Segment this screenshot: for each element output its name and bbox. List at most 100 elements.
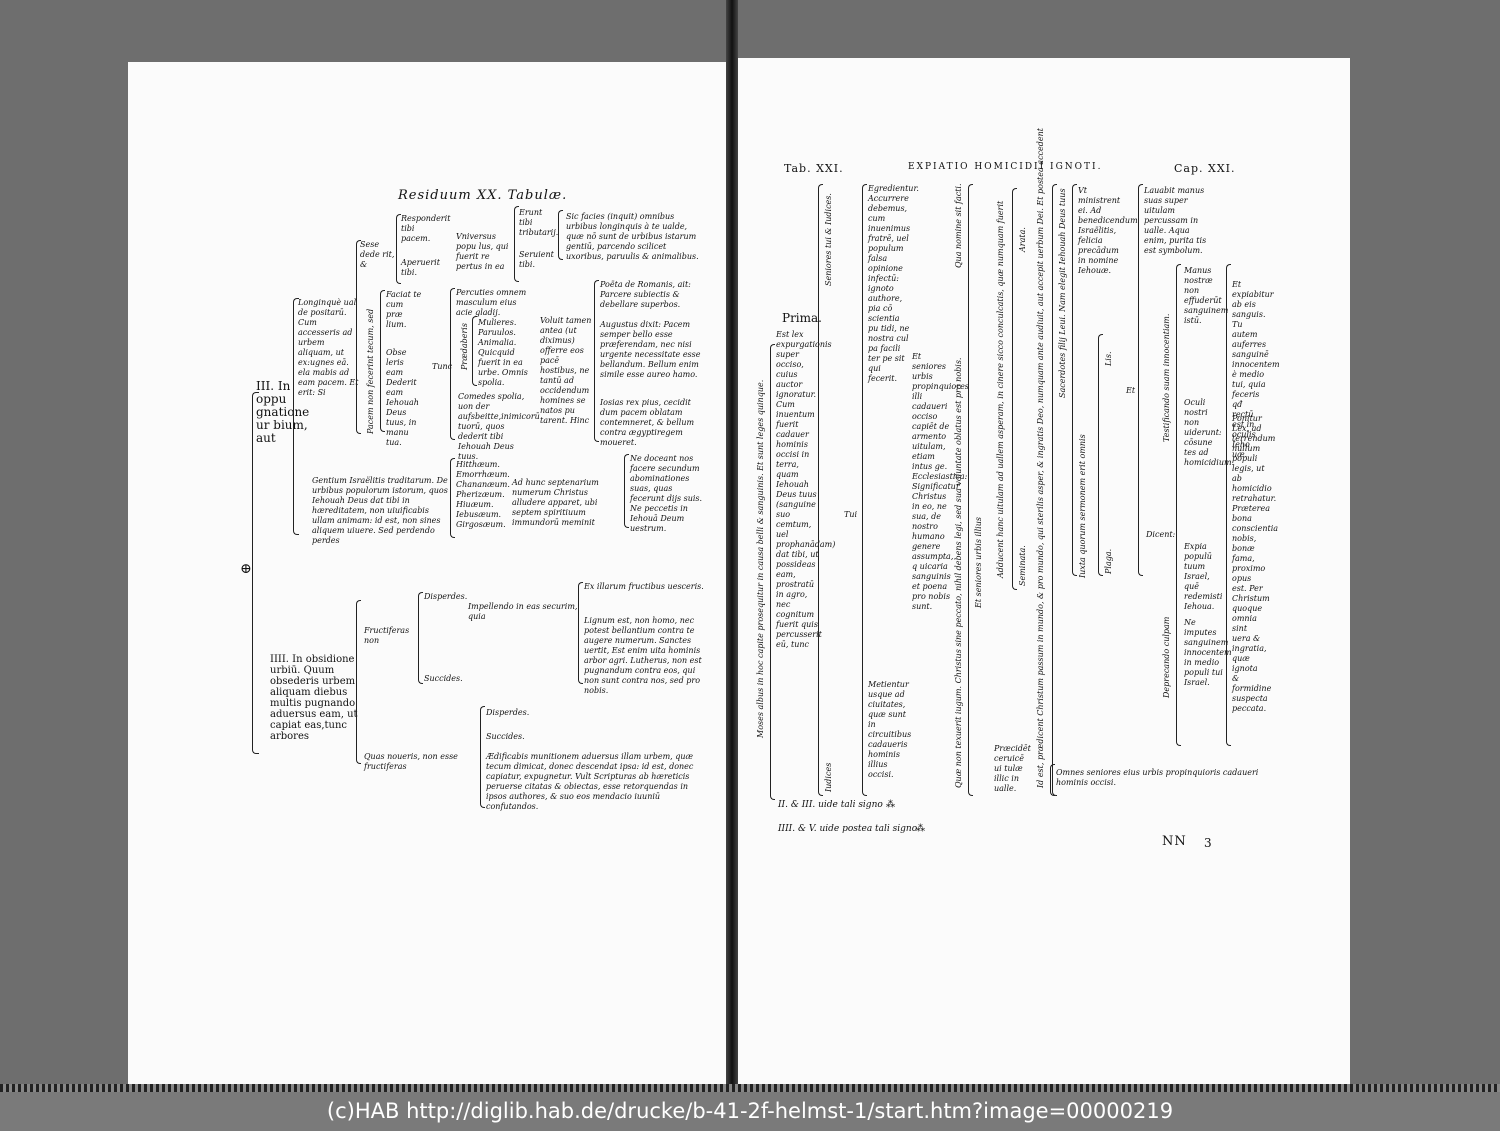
bracket-nations: [450, 458, 455, 538]
et-expiabitur-text: Et expiabitur ab eis sanguis. Tu autem a…: [1232, 280, 1280, 459]
seniores-vertical: Seniores tui & Iudices.: [824, 193, 833, 286]
bracket-praeda: [472, 316, 477, 386]
left-page: Residuum XX. Tabulæ. ⊕ III. In oppu gnat…: [128, 62, 726, 1084]
tunc-text: Tunc: [432, 362, 453, 371]
bracket-voluit: [594, 280, 599, 442]
lignum-text: Lignum est, non homo, nec potest bellant…: [584, 616, 702, 695]
gentium-text: Gentium Israëlitis traditarum. De urbibu…: [312, 476, 448, 545]
arata-vertical: Arata.: [1018, 227, 1027, 252]
sic-facies-text: Sic facies (inquit) omnibus urbibus long…: [566, 212, 699, 261]
manus-text: Manus nostræ non effuderūt sanguinem ist…: [1184, 266, 1229, 325]
seniores-urbis-text: Et seniores urbis propinquiores illi cad…: [912, 352, 969, 611]
bracket-prima: [770, 344, 775, 800]
header-title: EXPIATIO HOMICIDII IGNOTI.: [908, 162, 1103, 172]
deprecando-vertical: Deprecando culpam: [1162, 616, 1171, 698]
section-iii-label: III. In oppu gnatione ur bium, aut: [256, 379, 310, 445]
circle-cross-icon: ⊕: [240, 561, 252, 577]
succides-text: Succides.: [424, 674, 463, 683]
dicent-text: Dicent:: [1146, 530, 1176, 539]
bracket-universus: [514, 206, 519, 282]
sacerdotes-vertical: Sacerdotes filij Leui. Nam elegit Iehoua…: [1058, 188, 1067, 398]
ad-hunc-text: Ad hunc septenarium numerum Christus all…: [512, 478, 599, 527]
succides2-text: Succides.: [486, 732, 525, 741]
praecident-text: Præcidēt ceruicē ui tulæ illic in ualle.: [994, 744, 1031, 793]
sese-dederit-text: Sese dede rit, &: [360, 240, 395, 269]
augustus-text: Augustus dixit: Pacem semper bello esse …: [600, 320, 701, 379]
seminata-vertical: Seminata.: [1018, 545, 1027, 586]
praedaberis-vertical: Prædaberis: [460, 323, 469, 370]
main-bracket: [252, 392, 259, 754]
iuxta-vertical: Iuxta quorum sermonem erit omnis: [1078, 434, 1087, 578]
comedes-text: Comedes spolia, uon der aufsbeitte,inimi…: [458, 392, 540, 461]
bracket-omnes: [1050, 764, 1055, 796]
header-tab: Tab. XXI.: [784, 162, 844, 175]
servient-text: Seruient tibi.: [519, 250, 554, 269]
expia-text: Expia populū tuum Israel, quē redemisti …: [1184, 542, 1223, 611]
disperdes2-text: Disperdes.: [486, 708, 530, 717]
aperuerit-text: Aperuerit tibi.: [401, 258, 440, 277]
bracket-seniores-urbis: [968, 184, 973, 796]
universus-text: Vniversus popu lus, qui fuerit re pertus…: [456, 232, 509, 271]
bracket-longinque: [356, 240, 361, 434]
aedificabis-text: Ædificabis munitionem aduersus illam urb…: [486, 752, 694, 811]
bracket-sacerdotes: [1072, 184, 1077, 576]
tui-text: Tui: [844, 510, 858, 519]
bracket-fructiferas: [418, 592, 423, 684]
bracket-iuxta: [1098, 334, 1103, 576]
bracket-iii: [293, 298, 299, 535]
signature-mark: NN: [1162, 834, 1187, 849]
poeta-text: Poëta de Romanis, ait: Parcere subiectis…: [600, 280, 691, 309]
bracket-iiii: [356, 600, 361, 764]
pacem-non-vertical: Pacem non fecerint tecum, sed: [366, 308, 375, 434]
bracket-quas: [480, 706, 485, 808]
bracket-sese: [396, 214, 401, 284]
bracket-impellendo: [578, 582, 583, 684]
bracket-et: [1138, 184, 1143, 576]
header-chapter: Cap. XXI.: [1174, 162, 1236, 175]
iosias-text: Iosias rex pius, cecidit dum pacem oblat…: [600, 398, 695, 447]
section-iiii-label: IIII. In obsidione urbiū. Quum obsederis…: [270, 654, 358, 742]
copyright-footer: (c)HAB http://diglib.hab.de/drucke/b-41-…: [0, 1092, 1500, 1131]
book-gutter: [726, 0, 738, 1088]
obsederis-text: Obse leris eam: [386, 348, 407, 377]
disperdes-text: Disperdes.: [424, 592, 468, 601]
erunt-tributarii-text: Erunt tibi tributarij.: [519, 208, 559, 237]
testificando-vertical: Testificando suam innocentiam.: [1162, 313, 1171, 442]
impellendo-text: Impellendo in eas securim, quia: [468, 602, 578, 621]
omnes-seniores-text: Omnes seniores eius urbis propinquioris …: [1056, 768, 1259, 787]
oculi-text: Oculi nostri non uiderunt: cōsune tes ad…: [1184, 398, 1235, 467]
egredientur-text: Egredientur. Accurrere debemus, cum inue…: [868, 184, 919, 383]
bracket-id-est: [1052, 184, 1057, 796]
ne-doceant-text: Ne doceant nos facere secundum abominati…: [630, 454, 703, 503]
quae-non-vertical: Quæ non texuerit iugum. Christus sine pe…: [954, 357, 963, 788]
plaga-vertical: Plaga.: [1104, 548, 1113, 574]
faciat-tecum-text: Faciat te cum præ lium.: [386, 290, 422, 329]
id-est-vertical: Id est, prædicent Christum passum in mun…: [1036, 128, 1045, 788]
ii-iii-note: II. & III. uide tali signo: [778, 800, 883, 810]
percuties-text: Percuties omnem masculum eius acie gladi…: [456, 288, 527, 317]
iudices-vertical: Iudices: [824, 762, 833, 792]
bracket-ne: [624, 454, 629, 528]
left-heading: Residuum XX. Tabulæ.: [398, 188, 568, 203]
sign-mark-1-icon: ⁂: [886, 800, 895, 810]
responderit-text: Responderit tibi pacem.: [401, 214, 451, 243]
dederit-text: Dederit eam Iehouah Deus tuus, in manu t…: [386, 378, 419, 447]
lauabit-text: Lauabit manus suas super uitulam percuss…: [1144, 186, 1207, 255]
ex-illarum-text: Ex illarum fructibus uesceris.: [584, 582, 704, 591]
bracket-seniores: [818, 184, 823, 796]
metientur-text: Metientur usque ad ciuitates, quæ sunt i…: [868, 680, 912, 779]
bracket-adducent: [1012, 188, 1017, 590]
qua-non-vertical: Qua nomine sit facti.: [954, 183, 963, 268]
ne-imputes-text: Ne imputes sanguinem innocentem in medio…: [1184, 618, 1232, 687]
longinque-text: Longinquè ual de positarū. Cum accesseri…: [298, 298, 359, 397]
ne-peccetis-text: Ne peccetis in Iehouā Deum uestrum.: [630, 504, 688, 533]
et-text: Et: [1126, 386, 1136, 395]
signature-number: 3: [1204, 836, 1213, 850]
adducent-vertical: Adducent hanc uitulam ad uallem asperam,…: [996, 200, 1005, 578]
voluit-text: Voluit tamen antea (ut diximus) offerre …: [540, 316, 592, 425]
ut-ministrent-text: Vt ministrent ei. Ad benedicendum Israël…: [1078, 186, 1138, 275]
prima-text: Est lex expurgationis super occiso, cuiu…: [776, 330, 836, 649]
scan-edge-strip: [0, 1084, 1500, 1092]
bracket-dicent: [1176, 264, 1181, 746]
bracket-pacem: [380, 290, 385, 432]
